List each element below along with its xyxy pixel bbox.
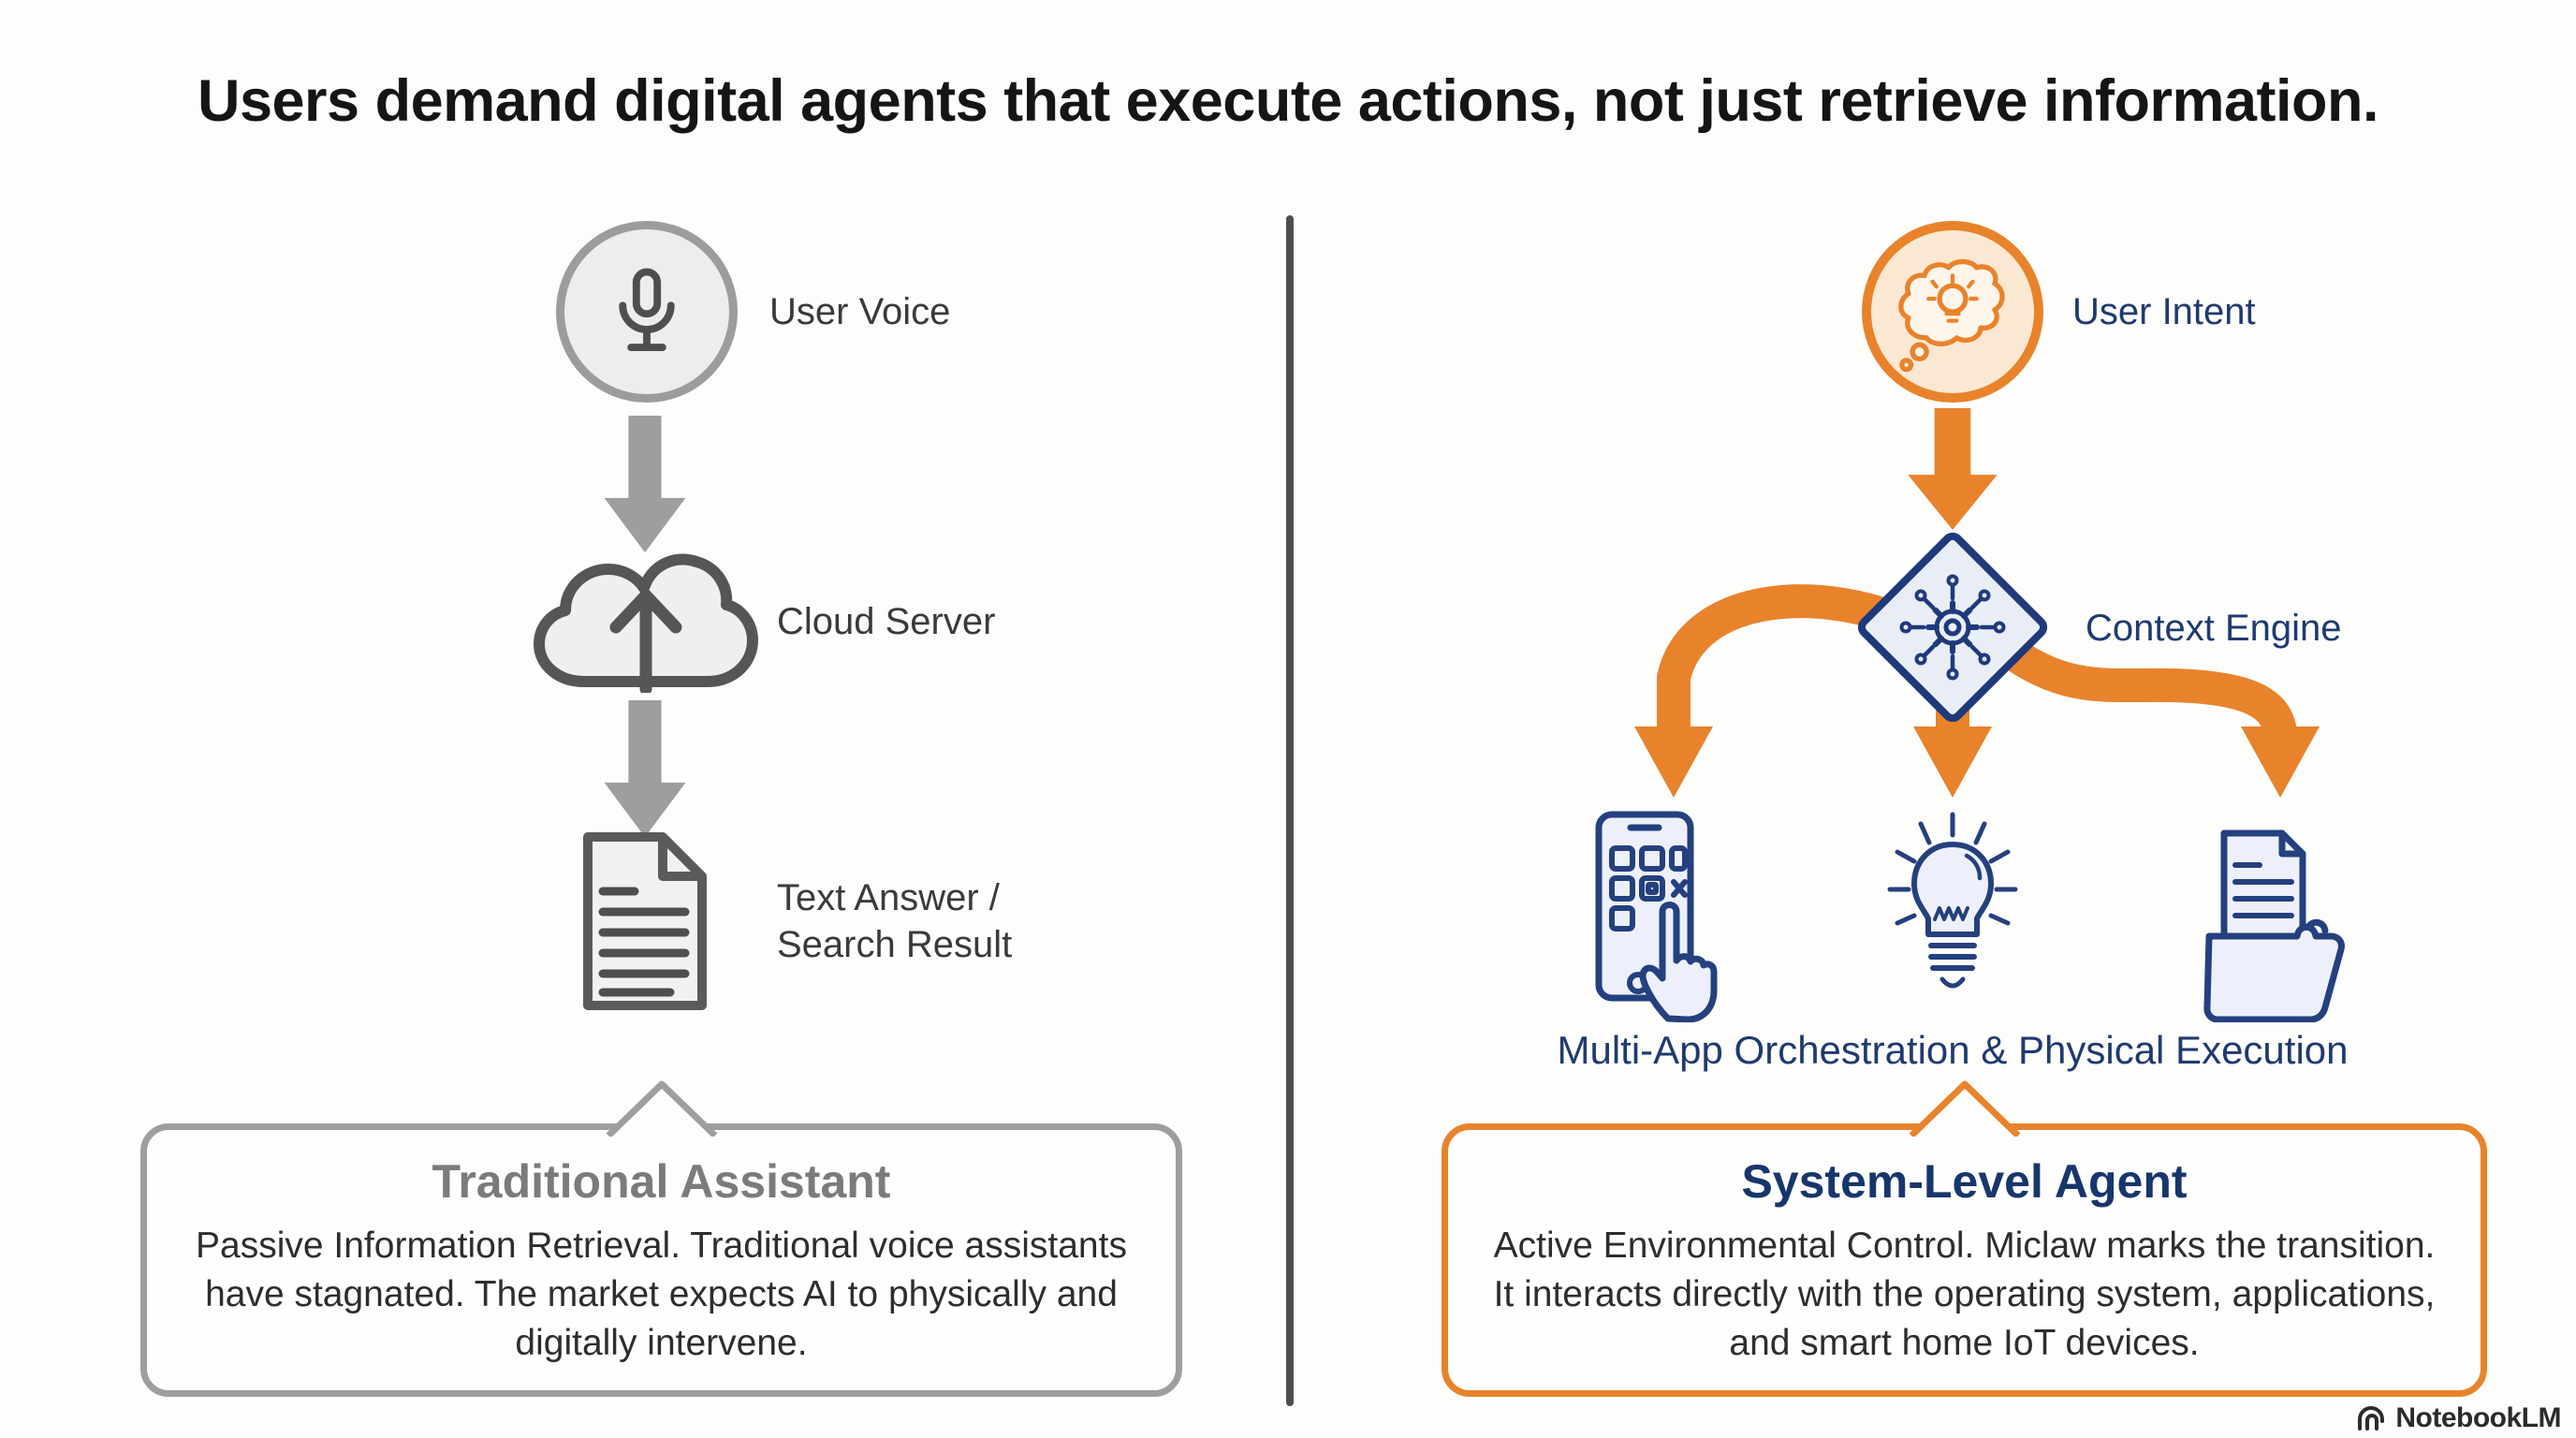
page-title: Users demand digital agents that execute… <box>197 68 2379 134</box>
callout-notch-icon <box>601 1077 723 1137</box>
cloud-server-label: Cloud Server <box>777 601 996 642</box>
thought-bulb-icon <box>1882 242 2023 382</box>
text-answer-label: Text Answer / Search Result <box>777 877 1013 965</box>
document-icon <box>577 829 713 1013</box>
down-arrow-icon <box>593 700 696 839</box>
system-level-agent-callout: System-Level Agent Active Environmental … <box>1442 1080 2487 1397</box>
panel-divider <box>1286 215 1294 1406</box>
system-level-agent-title: System-Level Agent <box>1741 1155 2188 1208</box>
traditional-assistant-callout: Traditional Assistant Passive Informatio… <box>140 1080 1182 1397</box>
context-engine-label: Context Engine <box>2086 607 2342 649</box>
user-voice-node <box>556 221 738 403</box>
user-intent-node <box>1862 221 2043 403</box>
notebooklm-logo: NotebookLM <box>2356 1402 2561 1434</box>
smartphone-icon <box>1589 807 1720 1022</box>
user-intent-label: User Intent <box>2072 291 2256 332</box>
traditional-assistant-title: Traditional Assistant <box>432 1155 891 1208</box>
cloud-upload-icon <box>532 550 760 693</box>
folder-documents-icon <box>2203 824 2353 1022</box>
notebooklm-icon <box>2356 1404 2388 1432</box>
multi-app-label: Multi-App Orchestration & Physical Execu… <box>1557 1028 2349 1072</box>
notebooklm-label: NotebookLM <box>2395 1402 2561 1433</box>
callout-notch-icon <box>1904 1077 2026 1137</box>
traditional-assistant-body: Passive Information Retrieval. Tradition… <box>196 1225 1127 1363</box>
orange-down-arrow-icon <box>1900 408 2005 532</box>
system-level-agent-body: Active Environmental Control. Miclaw mar… <box>1493 1225 2436 1363</box>
lightbulb-icon <box>1882 803 2023 1019</box>
circuit-gear-icon <box>1892 566 2013 688</box>
user-voice-label: User Voice <box>769 291 951 332</box>
microphone-icon <box>594 259 699 364</box>
down-arrow-icon <box>593 416 696 554</box>
